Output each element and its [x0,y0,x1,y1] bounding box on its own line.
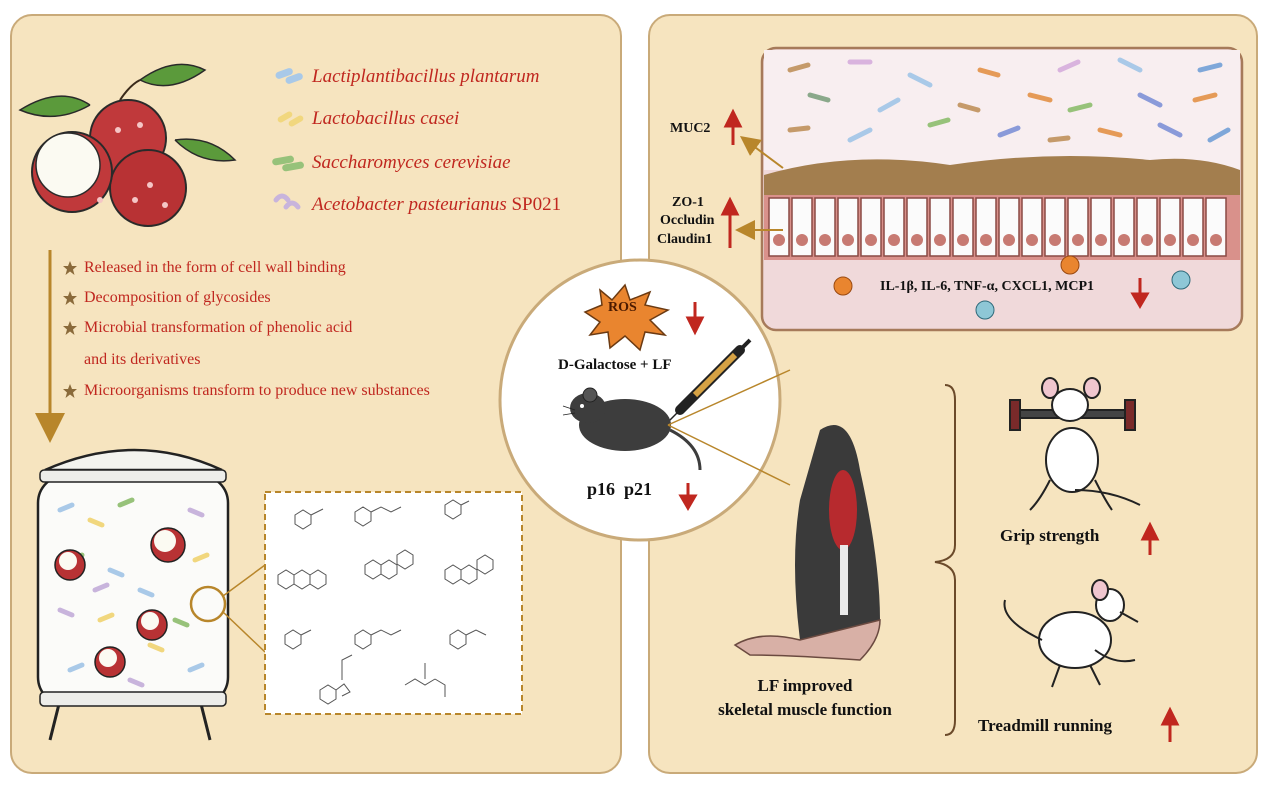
fermentation-jar-icon [36,448,266,741]
star-icons [63,261,77,398]
tight-junction-1: ZO-1 [672,195,704,210]
microbe-name-1: Lactiplantibacillus plantarum [312,66,540,87]
microbe-strain: SP021 [511,194,562,215]
grip-strength-mouse-icon [1009,377,1141,511]
step-2: Decomposition of glycosides [84,289,271,306]
gut-arrows [735,136,784,240]
senescence-markers: p16 p21 [587,479,653,499]
compounds-box [264,491,523,715]
muc2-label: MUC2 [670,121,711,136]
center-circle [498,258,791,542]
brace [934,384,956,736]
cytokines-label: IL-1β, IL-6, TNF-α, CXCL1, MCP1 [880,279,1095,294]
step-1: Released in the form of cell wall bindin… [84,259,346,276]
microbe-name-2: Lactobacillus casei [312,108,460,129]
tight-junction-3: Claudin1 [657,232,713,247]
microbe-name-4: Acetobacter pasteurianus SP021 [312,194,561,216]
lychee-icon [18,63,237,227]
microbe-name-3: Saccharomyces cerevisiae [312,152,511,173]
magnifier-circle [189,585,227,623]
step-3-cont: and its derivatives [84,351,201,368]
step-4: Microorganisms transform to produce new … [84,382,430,399]
muscle-illustration [733,384,956,736]
muscle-label-line2: skeletal muscle function [718,700,892,719]
mouse-icon [562,387,702,471]
muscle-label-line1: LF improved [757,676,853,695]
up-down-arrows-gut [720,108,1150,309]
ros-burst-icon [583,283,671,352]
tight-junction-2: Occludin [660,213,715,228]
syringe-icon [667,338,752,423]
step-3: Microbial transformation of phenolic aci… [84,319,353,336]
microbe-name-4-species: Acetobacter pasteurianus [312,194,507,215]
down-arrow-icons [678,302,705,511]
treadmill-mouse-icon [1003,579,1139,688]
gut-tissue-illustration [760,46,1244,332]
microbe-legend-icons [272,68,304,210]
treadmill-label: Treadmill running [978,716,1112,735]
treatment-label: D-Galactose + LF [558,357,672,373]
ros-label: ROS [608,300,637,315]
up-arrows-exercise [1140,521,1180,742]
grip-strength-label: Grip strength [1000,526,1100,545]
